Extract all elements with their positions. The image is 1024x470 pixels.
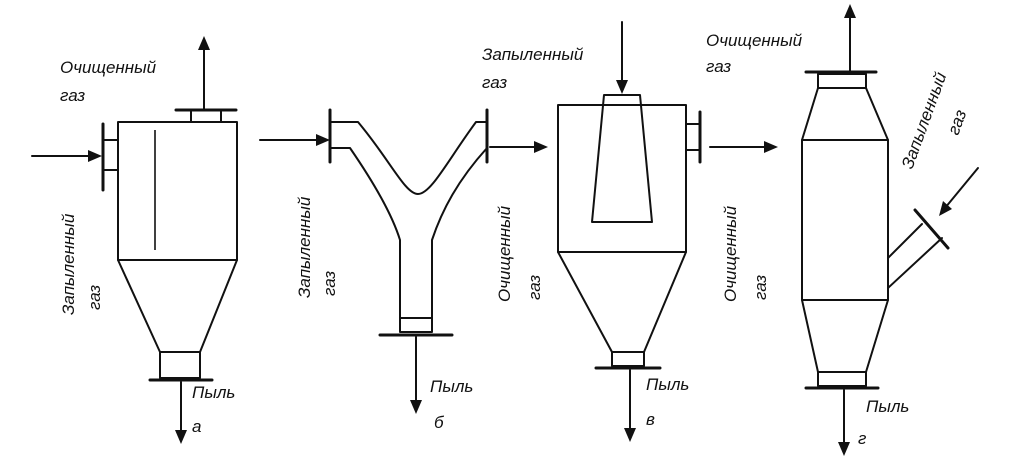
cyclone-a-dusty-gas-label: Запыленный: [59, 213, 78, 315]
cyclone-v-dusty-gas-label-2: газ: [482, 73, 507, 92]
cyclone-a-inlet-pipe: [102, 139, 119, 171]
cyclone-b-clean-gas-label-2: газ: [525, 275, 544, 300]
cyclone-a-dusty-gas-arrowhead: [88, 150, 102, 162]
cyclone-g-dust-pipe: [817, 371, 867, 387]
cyclone-b-dust-pipe: [399, 317, 433, 333]
cyclone-b-dusty-gas-label: Запыленный: [295, 196, 314, 298]
cyclone-b: Запыленный газ Очищенный газ Пыль б: [259, 108, 548, 432]
cyclone-g-dusty-gas-arrow: [944, 167, 979, 209]
cyclone-v-inner-tube: [591, 94, 653, 223]
cyclone-a-dust-hopper: [159, 351, 201, 379]
cyclone-g: Очищенный газ Запыленный газ Пыль г: [706, 4, 979, 456]
cyclone-b-letter: б: [434, 413, 445, 432]
cyclone-g-dust-label: Пыль: [866, 397, 909, 416]
cyclone-v: Запыленный газ Очищенный газ Пыль в: [482, 21, 778, 442]
cyclone-v-dusty-gas-label: Запыленный: [482, 45, 584, 64]
cyclone-g-body: [801, 87, 889, 373]
cyclone-a-letter: а: [192, 417, 201, 436]
cyclone-g-inlet-flange: [913, 208, 950, 250]
cyclone-b-dusty-gas-label-2: газ: [320, 271, 339, 296]
cyclone-g-dusty-gas-label-2: газ: [944, 107, 970, 137]
cyclone-a-dust-arrowhead: [175, 430, 187, 444]
cyclone-g-clean-gas-arrowhead: [844, 4, 856, 18]
cyclone-b-outer-wall: [329, 121, 488, 195]
cyclone-g-letter: г: [858, 429, 866, 448]
cyclone-v-dust-label: Пыль: [646, 375, 689, 394]
cyclone-a-dusty-gas-label-2: газ: [85, 285, 104, 310]
cyclone-b-dust-label: Пыль: [430, 377, 473, 396]
cyclone-a-clean-gas-arrowhead: [198, 36, 210, 50]
cyclone-a-dust-label: Пыль: [192, 383, 235, 402]
cyclone-v-clean-gas-label-2: газ: [751, 275, 770, 300]
cyclone-v-clean-gas-label: Очищенный: [721, 205, 740, 302]
cyclone-g-dusty-gas-label: Запыленный: [898, 69, 951, 171]
cyclone-v-body: [557, 104, 687, 353]
cyclone-g-outlet-pipe: [817, 73, 867, 89]
cyclone-g-clean-gas-label-2: газ: [706, 57, 731, 76]
cyclone-a: Очищенный газ Запыленный газ Пыль а: [31, 36, 238, 444]
cyclone-v-clean-gas-arrowhead: [764, 141, 778, 153]
cyclone-b-clean-gas-arrowhead: [534, 141, 548, 153]
cyclone-v-letter: в: [646, 410, 655, 429]
cyclone-b-inner-wall: [329, 147, 488, 319]
cyclone-a-body: [117, 121, 238, 353]
cyclone-g-clean-gas-label: Очищенный: [706, 31, 803, 50]
cyclone-v-outlet-pipe: [685, 123, 701, 151]
cyclone-b-clean-gas-label: Очищенный: [495, 205, 514, 302]
cyclone-b-dusty-gas-arrowhead: [316, 134, 330, 146]
cyclone-a-clean-gas-label-2: газ: [60, 86, 85, 105]
cyclone-v-dust-arrowhead: [624, 428, 636, 442]
cyclone-v-dusty-gas-arrowhead: [616, 80, 628, 94]
cyclone-b-dust-arrowhead: [410, 400, 422, 414]
cyclone-a-outlet-pipe: [190, 109, 222, 123]
cyclone-g-dust-arrowhead: [838, 442, 850, 456]
cyclone-v-dust-pipe: [611, 351, 645, 367]
cyclone-g-inlet-pipe: [887, 223, 943, 289]
cyclone-g-dusty-gas-arrowhead: [939, 201, 952, 216]
cyclone-a-clean-gas-label: Очищенный: [60, 58, 157, 77]
